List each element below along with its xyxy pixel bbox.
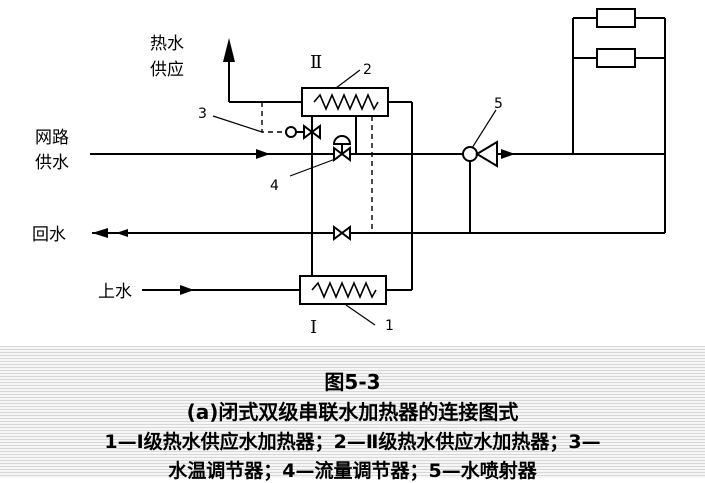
legend-line-1: 1—Ⅰ级热水供应水加热器；2—Ⅱ级热水供应水加热器；3— <box>104 431 601 453</box>
leader-2 <box>335 69 361 89</box>
callout-3: 3 <box>198 106 207 122</box>
water-jet-pump-nozzle <box>475 140 498 168</box>
temp-control-valve <box>303 124 321 140</box>
network-supply-label-1: 网路 <box>35 128 69 148</box>
leader-3 <box>212 115 263 133</box>
hot-water-supply-arrow <box>223 38 235 62</box>
network-supply-arrow <box>256 149 270 159</box>
return-arrow <box>92 228 108 238</box>
return-water-label: 回水 <box>32 225 66 245</box>
leader-1 <box>345 304 376 326</box>
leader-5 <box>471 109 497 149</box>
figure-caption: 图5-3 (a)闭式双级串联水加热器的连接图式 1—Ⅰ级热水供应水加热器；2—Ⅱ… <box>0 346 705 482</box>
return-arrow-mid <box>116 229 128 237</box>
leader-4 <box>289 157 339 177</box>
heater-stage-two-coil <box>313 92 379 112</box>
water-jet-pump <box>462 146 478 162</box>
stage-one-label: Ⅰ <box>310 317 317 338</box>
callout-5: 5 <box>494 96 503 112</box>
make-up-water-arrow <box>180 285 194 295</box>
radiator-bottom <box>596 48 636 68</box>
figure-title: (a)闭式双级串联水加热器的连接图式 <box>186 400 519 424</box>
return-valve <box>333 225 351 241</box>
callout-2: 2 <box>363 62 372 78</box>
hot-water-supply-label-1: 热水 <box>150 34 184 54</box>
callout-1: 1 <box>385 318 394 334</box>
callout-4: 4 <box>270 178 279 194</box>
make-up-water-label: 上水 <box>98 282 132 302</box>
legend-line-2: 水温调节器；4—流量调节器；5—水喷射器 <box>168 460 537 482</box>
figure-number: 图5-3 <box>324 370 381 394</box>
radiator-top <box>596 8 636 28</box>
heater-stage-one-coil <box>311 280 377 300</box>
heater-stage-one <box>299 275 387 305</box>
hot-water-supply-label-2: 供应 <box>150 60 184 80</box>
stage-two-label: Ⅱ <box>310 52 322 73</box>
heater-connection-diagram: 热水 供应 网路 供水 回水 上水 Ⅱ Ⅰ 2 3 4 5 1 <box>32 8 666 338</box>
network-supply-label-2: 供水 <box>35 153 69 173</box>
